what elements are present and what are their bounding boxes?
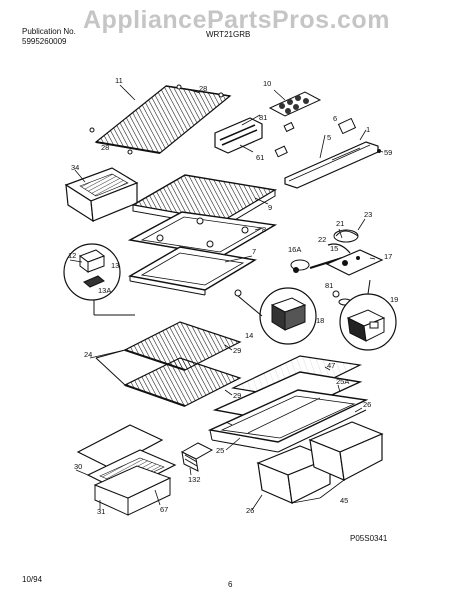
figure-code: P05S0341 <box>350 534 388 543</box>
callout-17: 17 <box>384 252 392 261</box>
detail-circle-13a <box>63 243 135 316</box>
publication-label: Publication No. <box>22 27 76 36</box>
callout-29-lower: 29 <box>233 391 241 400</box>
callout-45: 45 <box>340 496 348 505</box>
callout-28-top: 28 <box>199 84 207 93</box>
callout-6: 6 <box>333 114 337 123</box>
footer-date: 10/94 <box>22 575 43 584</box>
callout-47: 47 <box>327 361 335 370</box>
callout-1: 1 <box>366 125 370 134</box>
callout-8: 8 <box>262 225 266 234</box>
callout-7: 7 <box>252 247 256 256</box>
callout-21: 21 <box>336 219 344 228</box>
callout-13: 13 <box>111 261 119 270</box>
lower-wire-shelves <box>95 321 242 407</box>
callout-29-upper: 29 <box>233 346 241 355</box>
callout-14: 14 <box>245 331 253 340</box>
callout-26-right: 26 <box>363 400 371 409</box>
callout-25: 25 <box>216 446 224 455</box>
callout-132: 132 <box>188 475 201 484</box>
model-number: WRT21GRB <box>206 30 251 39</box>
callout-31: 31 <box>97 507 105 516</box>
callout-22: 22 <box>318 235 326 244</box>
crisper-bin-34 <box>64 167 139 223</box>
callout-13a: 13A <box>98 286 111 295</box>
callout-15: 15 <box>330 244 338 253</box>
top-wire-shelf <box>89 84 232 155</box>
callout-24: 24 <box>84 350 92 359</box>
crisper-cover-glass <box>207 355 369 453</box>
watermark: AppliancePartsPros.com <box>83 6 390 34</box>
callout-81-top: 81 <box>259 113 267 122</box>
callout-28-left: 28 <box>101 143 109 152</box>
door-rack-parts <box>214 91 381 189</box>
callout-16a: 16A <box>288 245 301 254</box>
callout-61: 61 <box>256 153 264 162</box>
callout-9: 9 <box>268 203 272 212</box>
detail-circle-19 <box>339 279 397 351</box>
callout-59: 59 <box>384 148 392 157</box>
callout-10: 10 <box>263 79 271 88</box>
callout-5: 5 <box>327 133 331 142</box>
glass-shelf-frame <box>127 174 278 296</box>
callout-11: 11 <box>115 76 123 85</box>
callout-30: 30 <box>74 462 82 471</box>
callout-67: 67 <box>160 505 168 514</box>
publication-number: 5995260009 <box>22 37 67 46</box>
callout-19: 19 <box>390 295 398 304</box>
callout-25a: 25A <box>336 377 349 386</box>
callout-leaders <box>69 84 384 511</box>
meat-keeper-assembly <box>76 424 177 516</box>
crisper-drawers <box>256 421 384 504</box>
callout-81-mid: 81 <box>325 281 333 290</box>
callout-12: 12 <box>68 251 76 260</box>
page-number: 6 <box>228 580 233 589</box>
detail-circle-14 <box>237 287 317 345</box>
callout-labels: 11 28 10 28 81 6 61 5 1 59 34 9 8 21 23 … <box>68 76 398 516</box>
callout-34: 34 <box>71 163 79 172</box>
handle-132 <box>180 442 214 472</box>
callout-26-left: 26 <box>246 506 254 515</box>
callout-18: 18 <box>316 316 324 325</box>
callout-23: 23 <box>364 210 372 219</box>
control-parts <box>234 229 384 306</box>
